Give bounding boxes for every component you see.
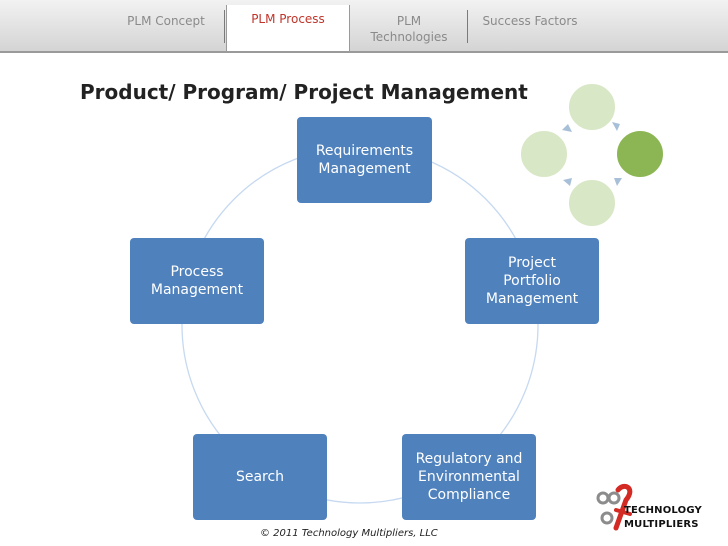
- copyright-footer: © 2011 Technology Multipliers, LLC: [260, 528, 438, 539]
- tab-plm-technologies[interactable]: PLM Technologies: [370, 14, 448, 44]
- logo-text-line2: MULTIPLIERS: [624, 519, 699, 530]
- cycle-icon-circle-top: [567, 82, 617, 132]
- node-process-management: Process Management: [130, 238, 264, 324]
- tab-success-factors[interactable]: Success Factors: [482, 14, 578, 28]
- tab-plm-process[interactable]: PLM Process: [226, 5, 350, 51]
- cycle-icon-circle-right: [615, 129, 665, 179]
- cycle-arrow-icon: [562, 124, 572, 132]
- node-requirements-management: Requirements Management: [297, 117, 432, 203]
- cycle-icon-circle-left: [519, 129, 569, 179]
- page-title: Product/ Program/ Project Management: [80, 80, 528, 104]
- cycle-arrow-icon: [614, 178, 622, 186]
- cycle-arrow-icon: [612, 122, 620, 131]
- tab-separator: [224, 10, 225, 43]
- technology-multipliers-logo: [596, 483, 633, 531]
- cycle-arrow-icon: [563, 178, 572, 186]
- tab-bar: PLM Concept PLM Process PLM Technologies…: [0, 0, 728, 53]
- cycle-icon: [519, 82, 665, 228]
- logo-text-line1: TECHNOLOGY: [624, 505, 702, 516]
- node-search: Search: [193, 434, 327, 520]
- node-project-portfolio-management: Project Portfolio Management: [465, 238, 599, 324]
- tab-separator: [467, 10, 468, 43]
- cycle-icon-circle-bottom: [567, 178, 617, 228]
- tab-plm-concept[interactable]: PLM Concept: [127, 14, 205, 28]
- node-regulatory-compliance: Regulatory and Environmental Compliance: [402, 434, 536, 520]
